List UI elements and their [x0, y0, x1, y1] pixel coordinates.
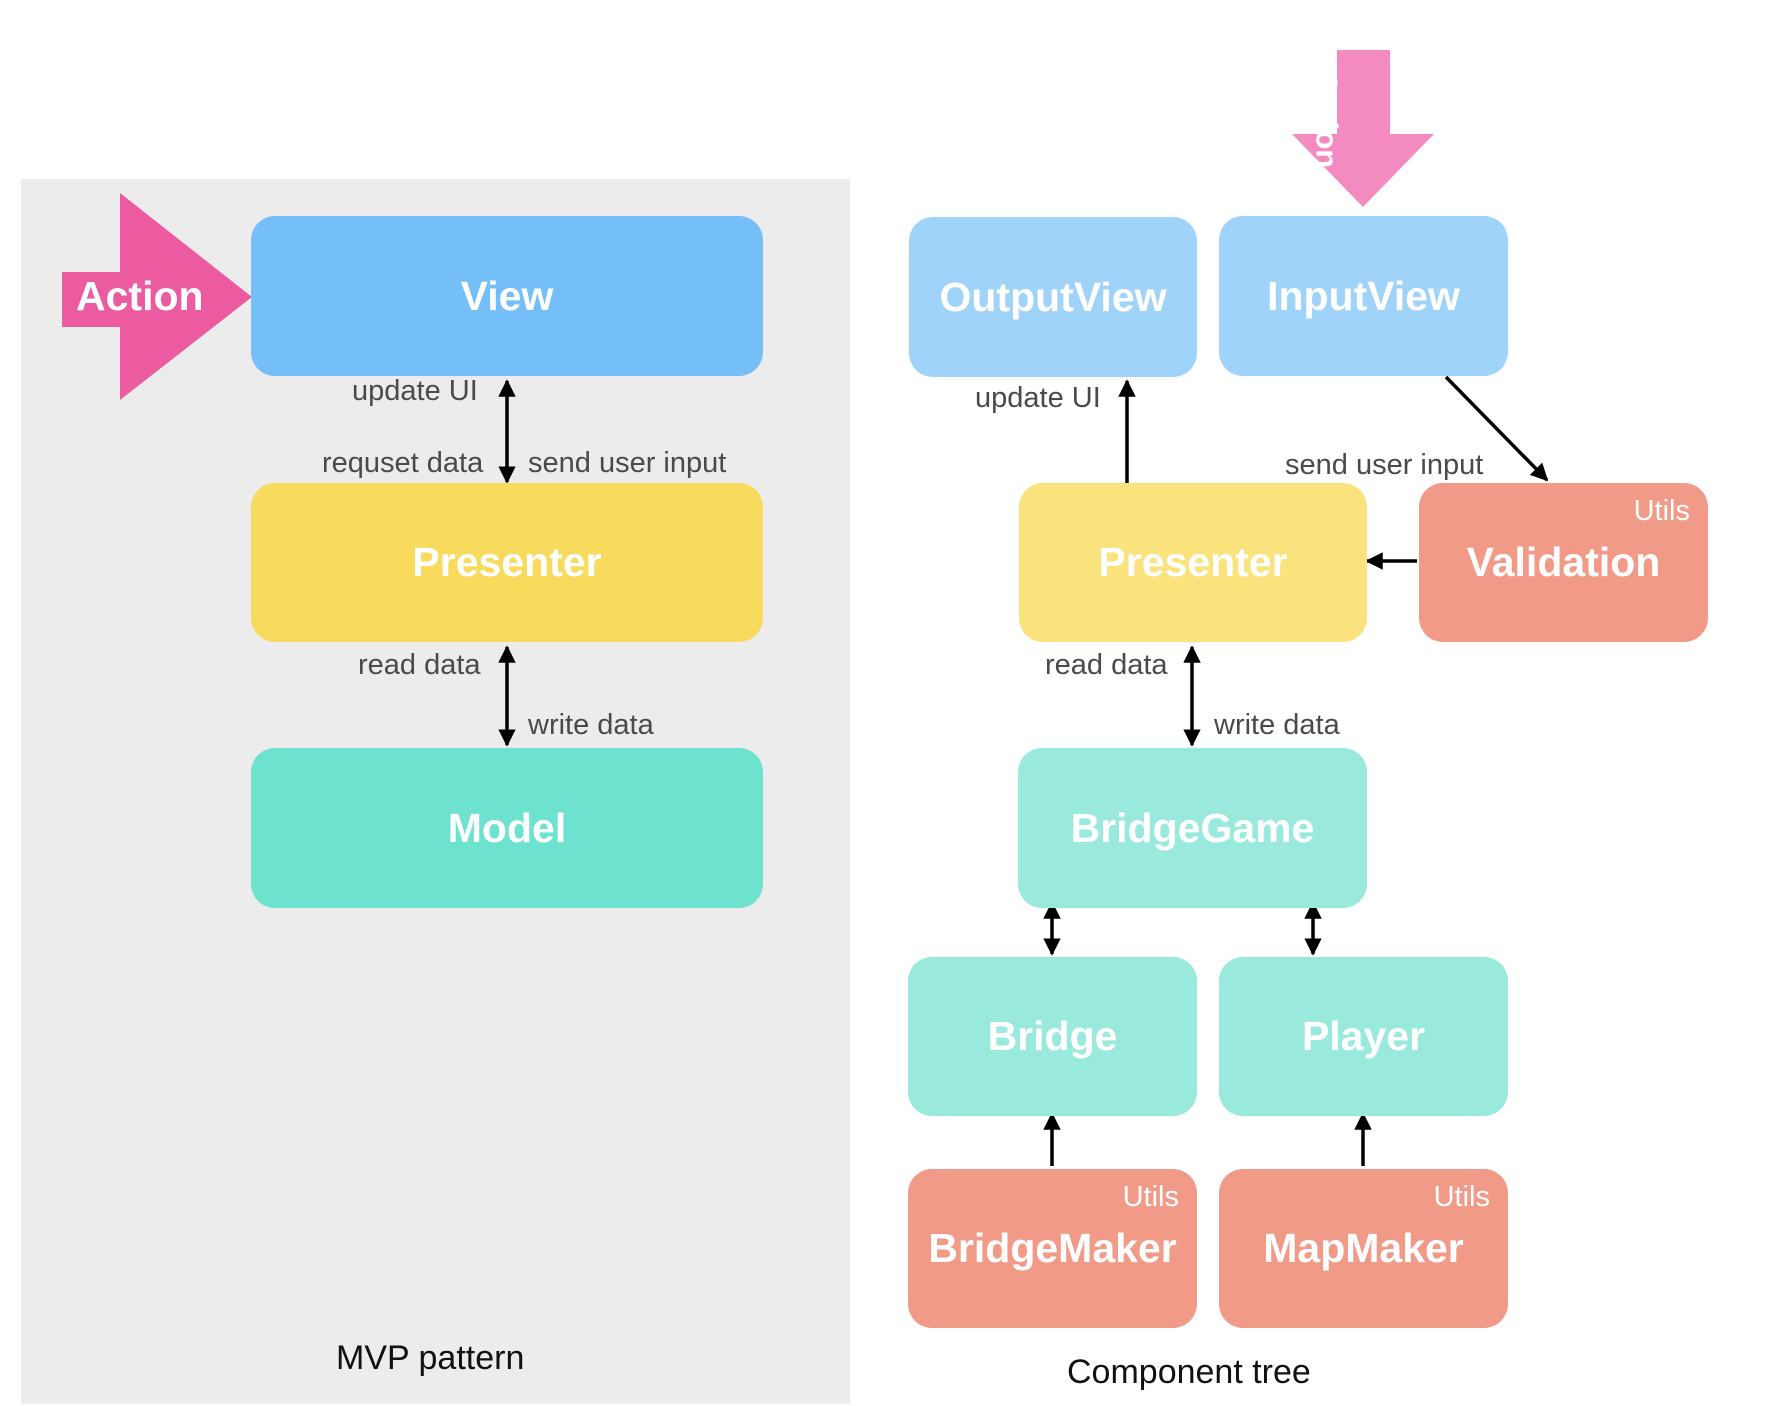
- tree-mapmaker-box: Utils MapMaker: [1219, 1169, 1508, 1328]
- mapmaker-utils-tag: Utils: [1433, 1181, 1490, 1213]
- tree-bridgemaker-box: Utils BridgeMaker: [908, 1169, 1197, 1328]
- tree-caption: Component tree: [1067, 1353, 1311, 1391]
- tree-outputview-label: OutputView: [939, 273, 1167, 320]
- tree-bridgegame-label: BridgeGame: [1070, 804, 1315, 851]
- tree-read-data-label: read data: [1045, 649, 1168, 681]
- tree-bridge-label: Bridge: [987, 1013, 1118, 1059]
- tree-bridgemaker-label: BridgeMaker: [928, 1225, 1177, 1271]
- arrow-inputview-validation: [1444, 375, 1549, 482]
- tree-bridge-box: Bridge: [908, 957, 1197, 1116]
- tree-mapmaker-label: MapMaker: [1263, 1225, 1464, 1271]
- mvp-caption: MVP pattern: [336, 1339, 525, 1377]
- tree-send-user-input-label: send user input: [1285, 449, 1484, 481]
- validation-utils-tag: Utils: [1633, 495, 1690, 527]
- bridgemaker-utils-tag: Utils: [1122, 1181, 1179, 1213]
- tree-update-ui-label: update UI: [975, 382, 1101, 414]
- tree-validation-box: Utils Validation: [1419, 483, 1708, 642]
- tree-presenter-label: Presenter: [1098, 539, 1288, 585]
- tree-player-label: Player: [1301, 1013, 1426, 1059]
- tree-inputview-box: InputView: [1219, 216, 1508, 376]
- mvp-presenter-box: Presenter: [251, 483, 763, 642]
- action-label-top: Action: [1309, 71, 1345, 169]
- mvp-model-box: Model: [251, 748, 763, 908]
- mvp-write-data-label: write data: [528, 709, 654, 741]
- mvp-view-label: View: [460, 272, 554, 319]
- tree-outputview-box: OutputView: [909, 217, 1197, 377]
- mvp-update-ui-label: update UI: [352, 375, 478, 407]
- mvp-presenter-label: Presenter: [412, 539, 602, 585]
- mvp-view-box: View: [251, 216, 763, 376]
- tree-presenter-box: Presenter: [1019, 483, 1367, 642]
- mvp-model-label: Model: [447, 804, 567, 851]
- tree-bridgegame-box: BridgeGame: [1018, 748, 1367, 908]
- tree-inputview-label: InputView: [1267, 272, 1460, 319]
- mvp-send-user-input-label: send user input: [528, 447, 727, 479]
- tree-write-data-label: write data: [1214, 709, 1340, 741]
- action-arrow-left: [62, 193, 252, 400]
- mvp-request-data-label: requset data: [322, 447, 484, 479]
- action-arrow-down: [1292, 50, 1434, 207]
- tree-player-box: Player: [1219, 957, 1508, 1116]
- action-label-left: Action: [76, 273, 204, 319]
- mvp-read-data-label: read data: [358, 649, 481, 681]
- tree-validation-label: Validation: [1466, 539, 1661, 585]
